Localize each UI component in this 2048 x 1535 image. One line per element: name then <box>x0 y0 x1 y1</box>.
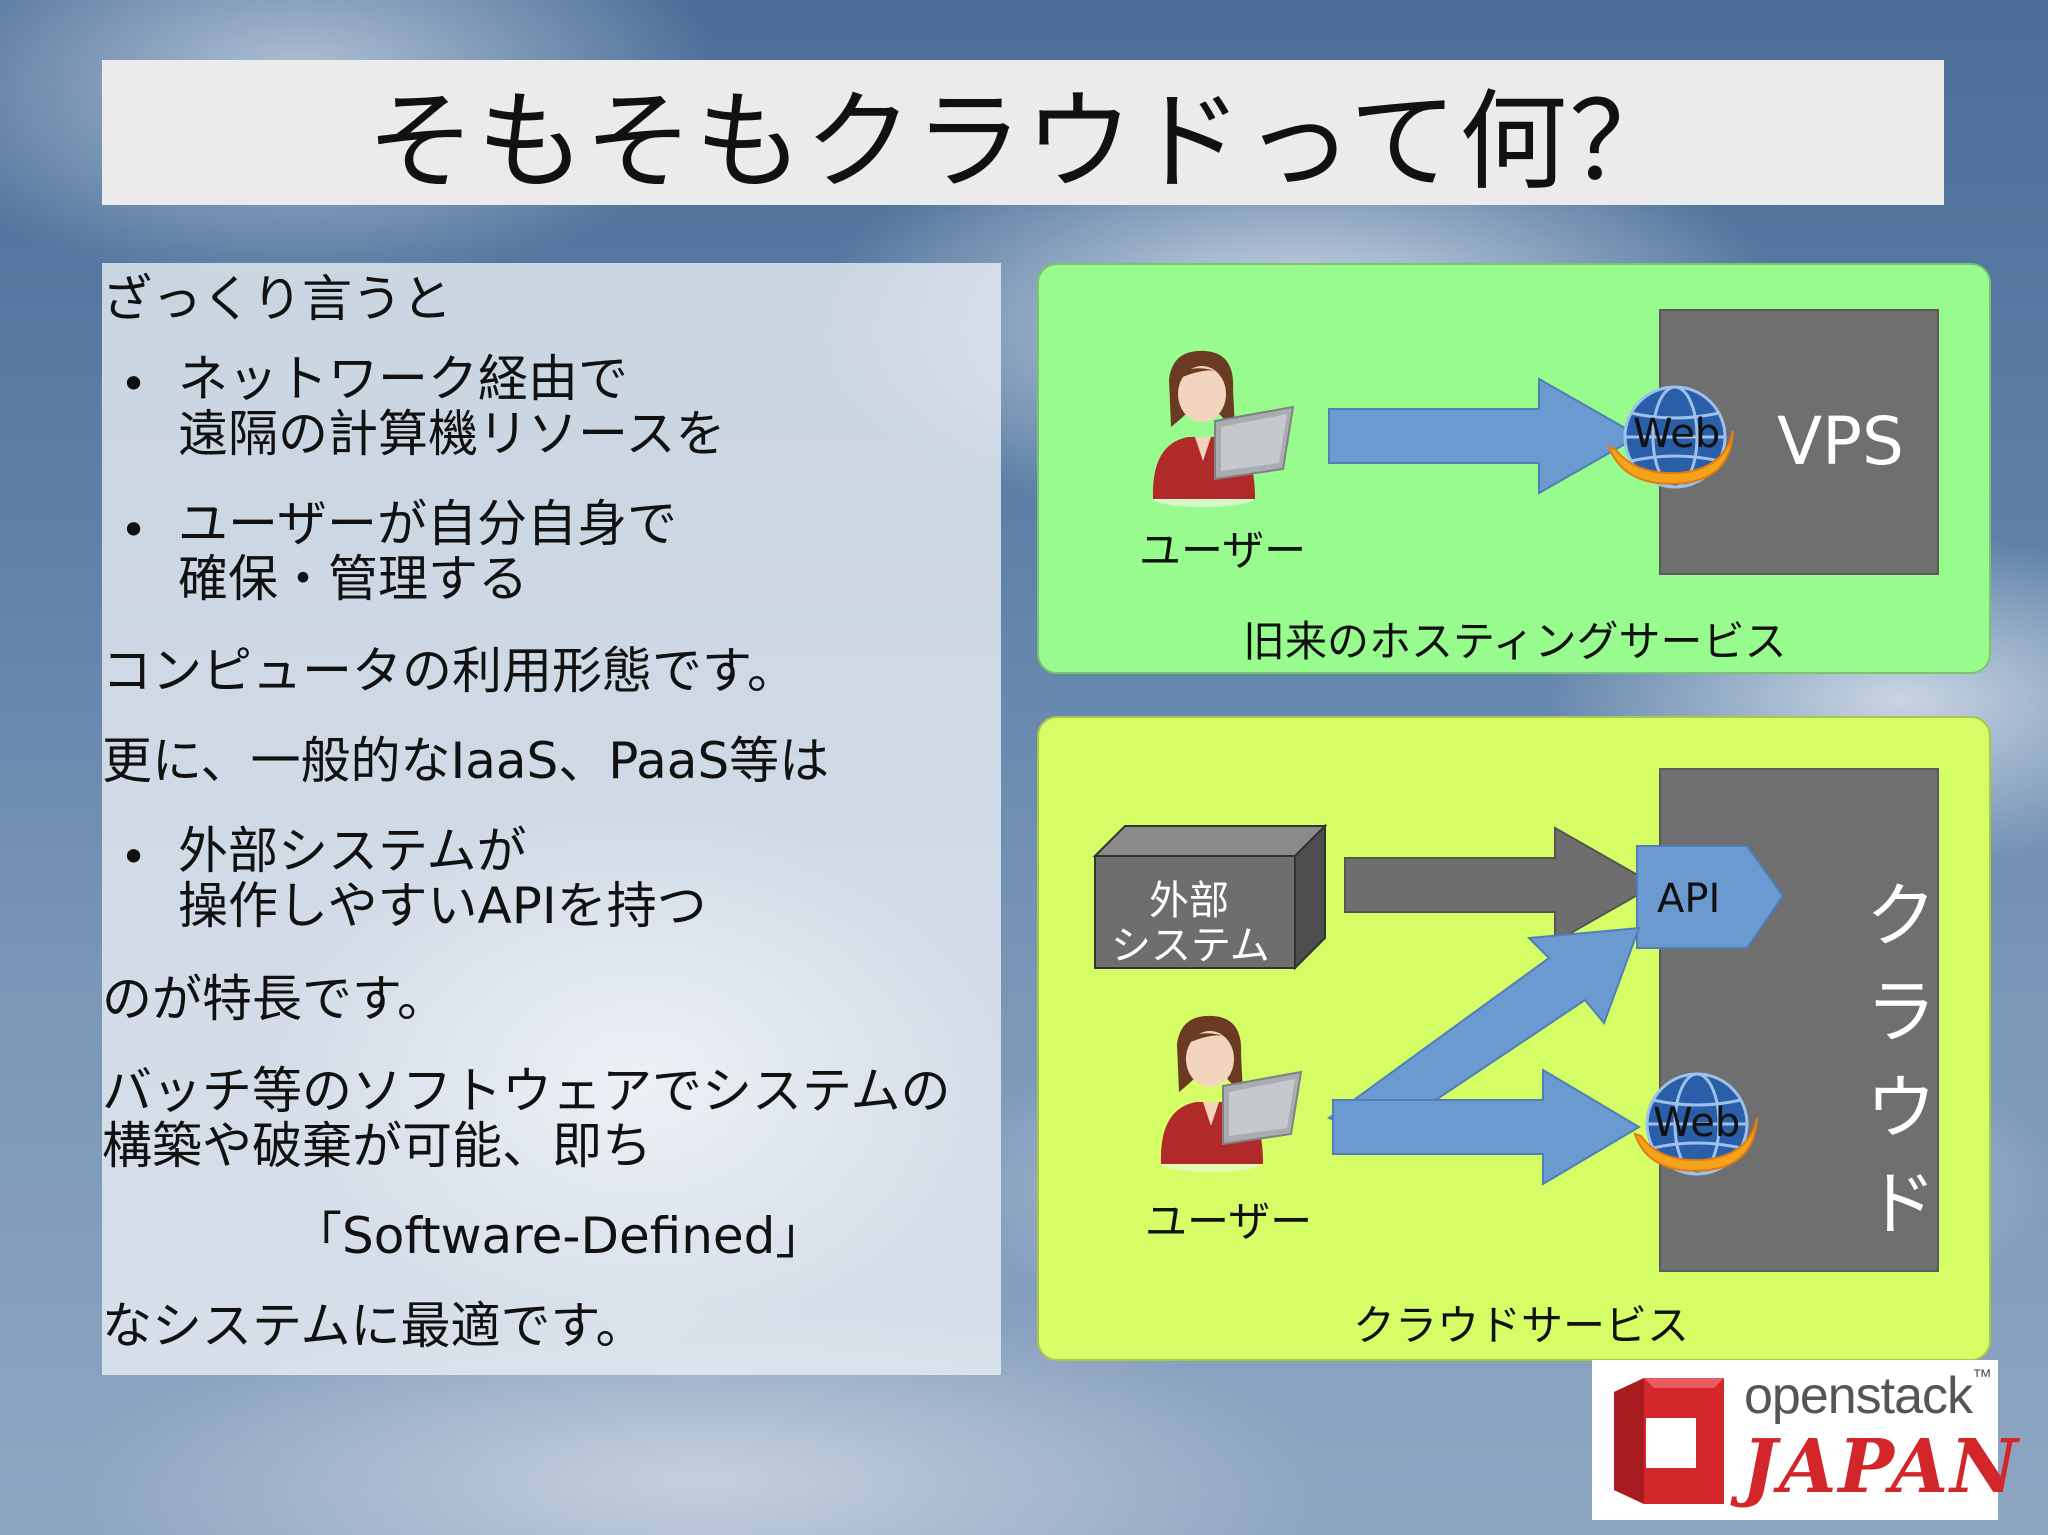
web-globe-icon <box>1607 385 1734 489</box>
logo-tm: ™ <box>1972 1366 1992 1388</box>
external-system-icon <box>1092 823 1328 971</box>
cloud-vertical-char: ク <box>1866 875 1936 957</box>
external-label-2: システム <box>1111 923 1270 969</box>
legacy-caption: 旧来のホスティングサービス <box>1243 617 1787 666</box>
iaas-line: 更に、一般的なIaaS、PaaS等は <box>102 732 830 790</box>
bullet-marker: • <box>120 830 148 884</box>
bullet2-line-a: ユーザーが自分自身で <box>178 495 677 553</box>
openstack-japan-logo: openstack™ JAPAN <box>1592 1360 2018 1520</box>
logo-text-bottom: JAPAN <box>1742 1424 2020 1510</box>
legacy-hosting-diagram: ユーザー Web VPS 旧来のホスティングサービス <box>1037 263 1991 674</box>
bullet-marker: • <box>120 503 148 557</box>
arrow-user-to-web <box>1332 1068 1641 1186</box>
api-label: API <box>1657 876 1721 922</box>
bullet3-line-b: 操作しやすいAPIを持つ <box>178 877 707 935</box>
web-label: Web <box>1653 1100 1741 1146</box>
user-icon <box>1160 1015 1303 1172</box>
user-label: ユーザー <box>1139 526 1307 575</box>
feature-line: のが特長です。 <box>102 970 447 1028</box>
cloud-vertical-char: ド <box>1866 1163 1936 1245</box>
slide-title: そもそもクラウドって何？ <box>366 79 1680 205</box>
bullet1-line-a: ネットワーク経由で <box>178 350 628 408</box>
web-globe-icon <box>1633 1072 1758 1176</box>
title-bar: そもそもクラウドって何？ <box>102 60 1944 205</box>
bullet2-line-b: 確保・管理する <box>178 550 528 608</box>
bullet3-line-a: 外部システムが <box>178 822 527 880</box>
arrow-external-to-api <box>1344 826 1658 944</box>
logo-text-top: openstack <box>1744 1367 1973 1425</box>
user-icon <box>1152 350 1295 507</box>
batch-line: バッチ等のソフトウェアでシステムの <box>102 1062 951 1120</box>
intro-line: ざっくり言うと <box>102 270 452 328</box>
text-panel: ざっくり言うと • ネットワーク経由で 遠隔の計算機リソースを • ユーザーが自… <box>102 263 1001 1375</box>
optimal-line: なシステムに最適です。 <box>102 1297 646 1355</box>
usage-line: コンピュータの利用形態です。 <box>102 642 797 700</box>
external-label-1: 外部 <box>1149 878 1229 924</box>
bullet1-line-b: 遠隔の計算機リソースを <box>178 405 726 463</box>
vps-label: VPS <box>1777 403 1904 480</box>
cloud-service-diagram: 外部 システム API ユーザー Web ク ラ ウ <box>1037 716 1991 1361</box>
web-label: Web <box>1633 411 1721 457</box>
cloud-vertical-char: ウ <box>1866 1067 1936 1149</box>
openstack-logo-icon <box>1614 1378 1724 1504</box>
user-label: ユーザー <box>1145 1197 1313 1246</box>
bullet-marker: • <box>120 357 148 411</box>
cloud-vertical-char: ラ <box>1866 971 1936 1053</box>
arrow-to-web <box>1328 377 1642 495</box>
software-defined-line: 「Software-Defined」 <box>292 1207 826 1265</box>
cloud-caption: クラウドサービス <box>1353 1301 1690 1350</box>
build-line: 構築や破棄が可能、即ち <box>102 1117 652 1175</box>
